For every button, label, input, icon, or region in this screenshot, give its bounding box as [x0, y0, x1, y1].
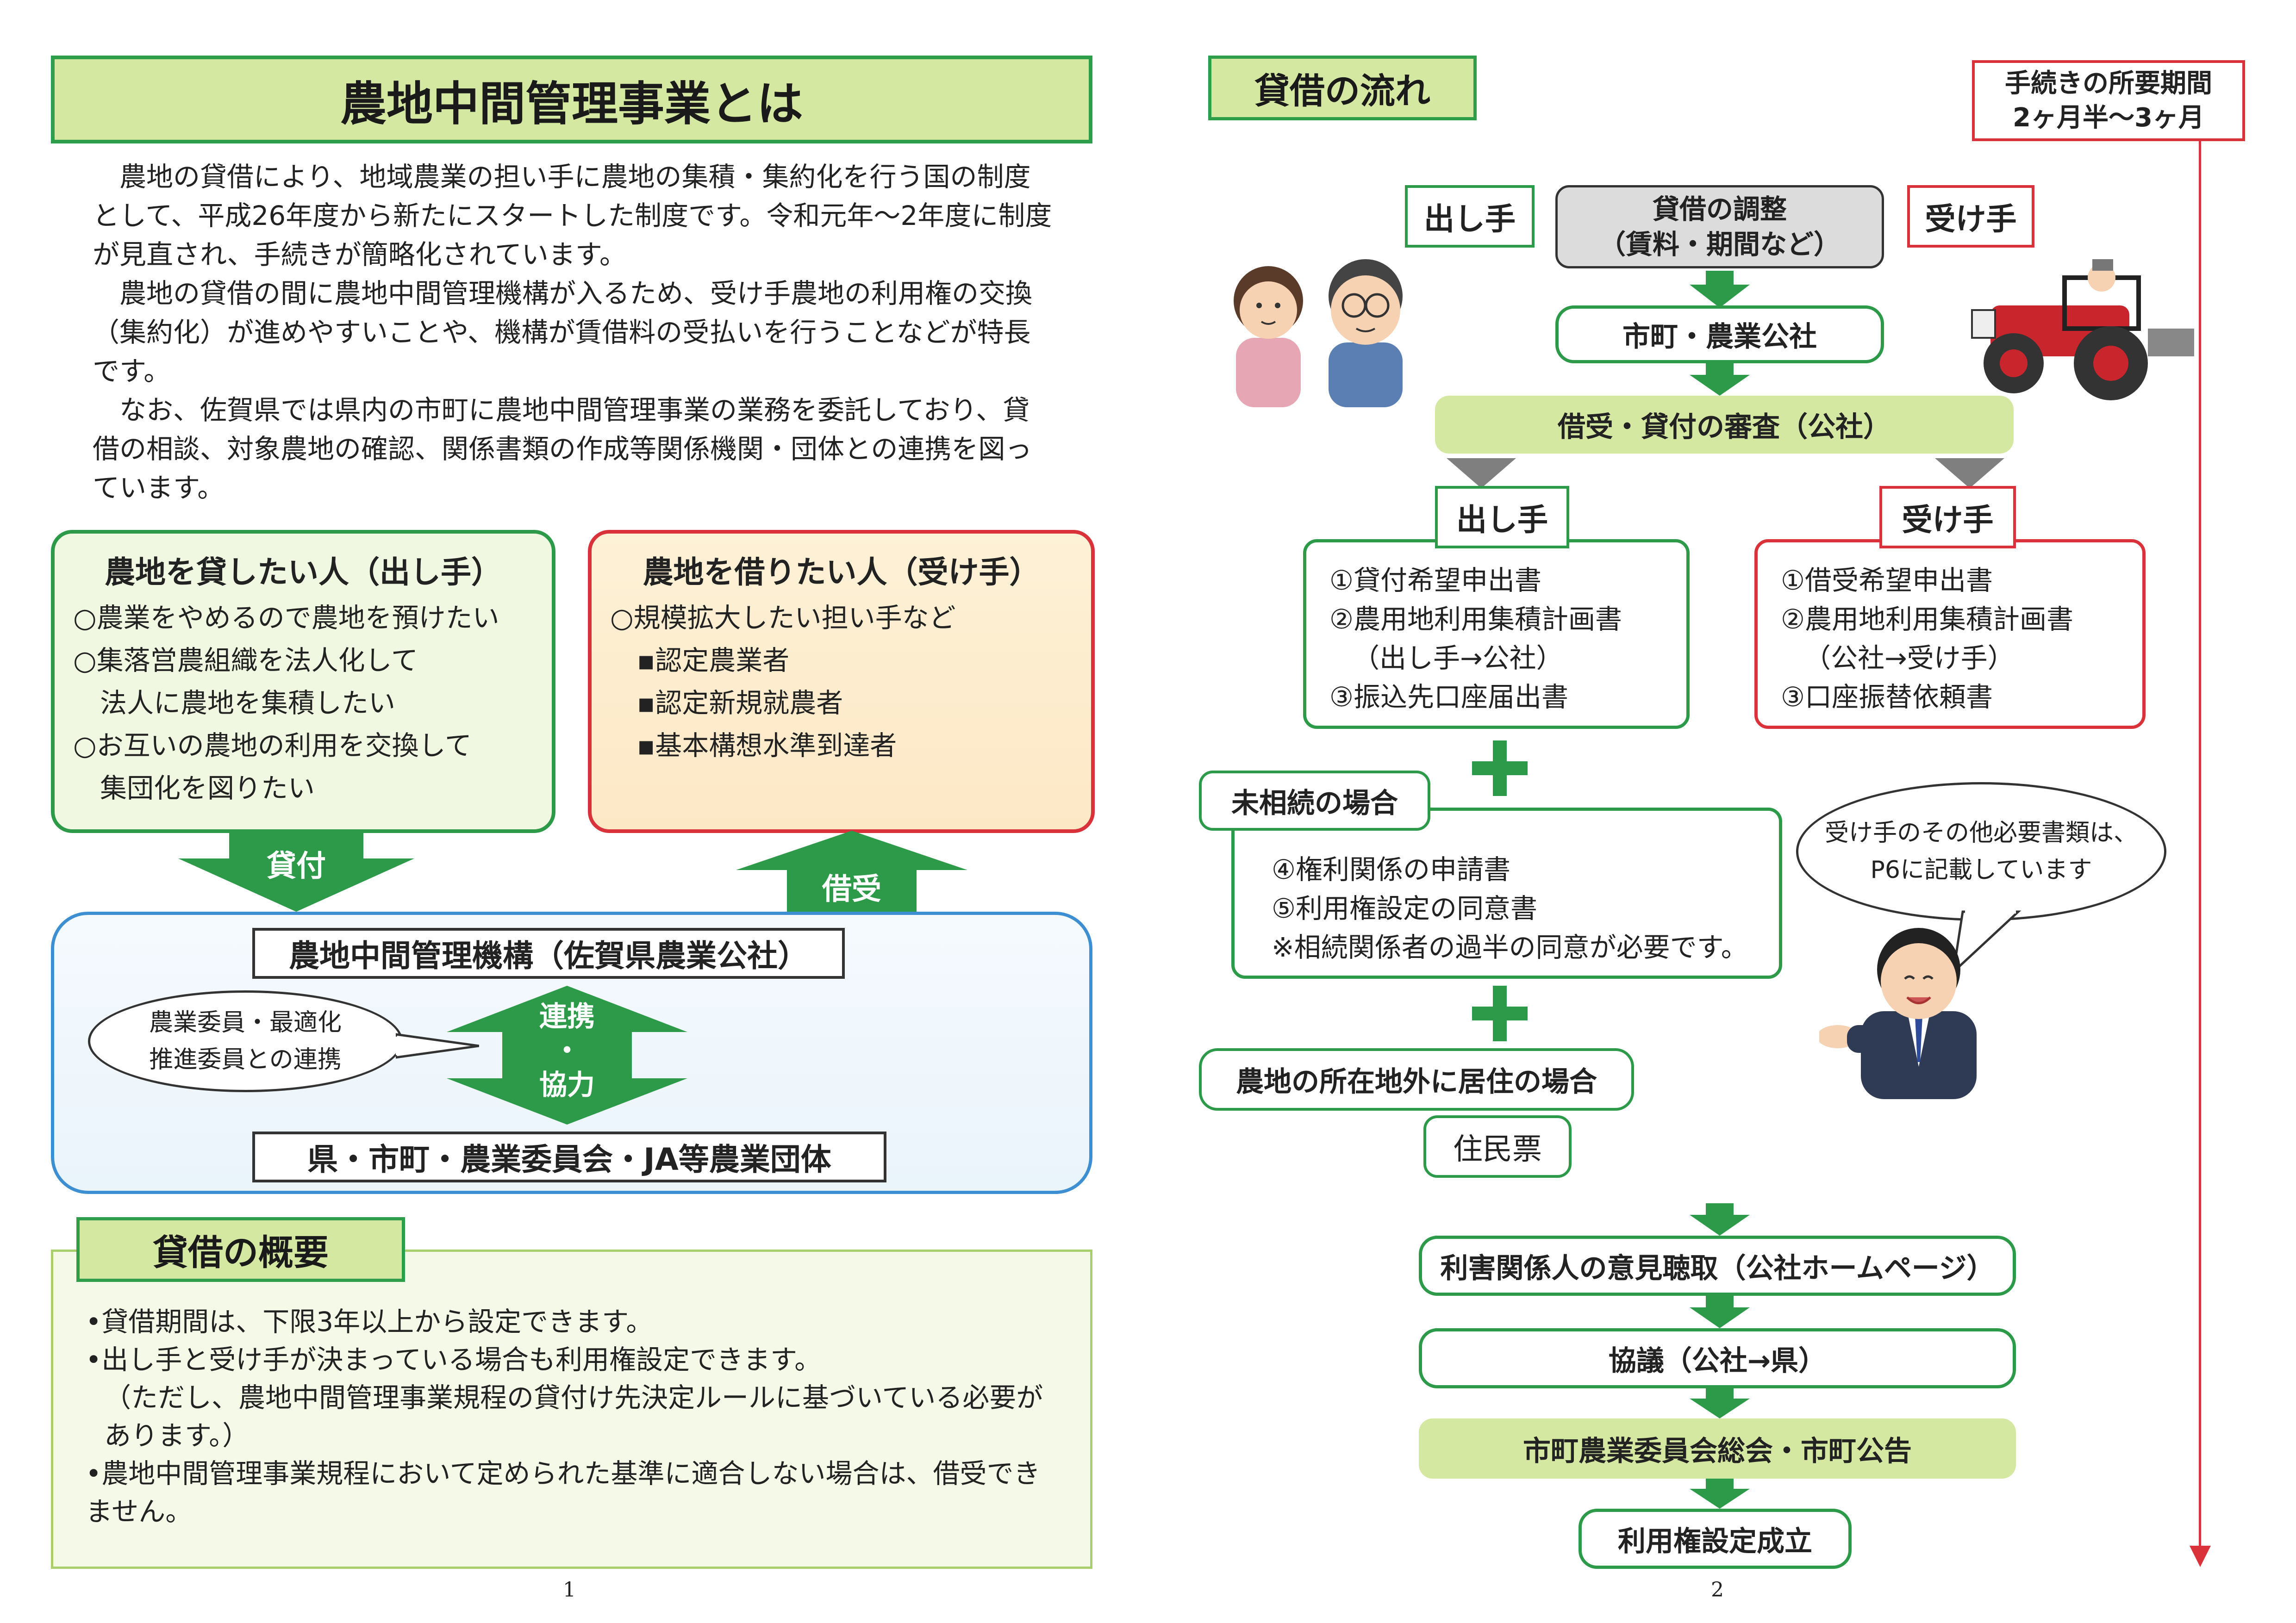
lender-card-title: 農地を貸したい人（出し手）: [105, 554, 502, 590]
speech-tail-icon: [1952, 907, 2021, 975]
speech-bubble: 受け手のその他必要書類は、 P6に記載しています: [1796, 782, 2166, 921]
grey-arrow-icon: [1935, 458, 2004, 488]
doc-item: （公社→受け手）: [1804, 642, 2015, 674]
grey-arrow-icon: [1447, 458, 1516, 488]
doc-item: ③振込先口座届出書: [1329, 681, 1568, 713]
borrower-tag: 受け手: [1907, 185, 2034, 248]
period-line: [2199, 141, 2201, 1548]
list-item: ▪認定新規就農者: [610, 687, 843, 719]
doc-item: ※相続関係者の過半の同意が必要です。: [1272, 932, 1748, 963]
lender-docs-title: 出し手: [1435, 486, 1569, 548]
page-title-left: 農地中間管理事業とは: [51, 56, 1092, 143]
lend-arrow-icon: [178, 831, 414, 912]
step-hearing: 利害関係人の意見聴取（公社ホームページ）: [1419, 1236, 2016, 1296]
step-consultation: 協議（公社→県）: [1419, 1328, 2016, 1388]
flow-arrow-icon: [1690, 271, 1750, 308]
page-title-right: 貸借の流れ: [1208, 56, 1477, 120]
summary-item: （ただし、農地中間管理事業規程の貸付け先決定ルールに基づいている必要があります。…: [104, 1382, 1043, 1451]
borrower-card-list: ○規模拡大したい担い手など ▪認定農業者 ▪認定新規就農者 ▪基本構想水準到達者: [610, 597, 1073, 767]
review-box: 借受・貸付の審査（公社）: [1435, 396, 2014, 454]
doc-item: （出し手→公社）: [1353, 642, 1563, 674]
page-number-right: 2: [1711, 1578, 1724, 1602]
borrow-arrow-label: 借受: [822, 872, 881, 907]
doc-item: ④権利関係の申請書: [1272, 854, 1510, 885]
intro-paragraph-2: 農地の貸借の間に農地中間管理機構が入るため、受け手農地の利用権の交換（集約化）が…: [93, 278, 1033, 387]
inheritance-box: ④権利関係の申請書 ⑤利用権設定の同意書 ※相続関係者の過半の同意が必要です。: [1231, 808, 1782, 979]
cooperation-arrow-label: 連携 ・ 協力: [539, 1001, 595, 1101]
lender-card: 農地を貸したい人（出し手） ○農業をやめるので農地を預けたい ○集落営農組織を法…: [51, 530, 555, 833]
list-item: ○お互いの農地の利用を交換して: [73, 730, 472, 761]
doc-item: ②農用地利用集積計画書: [1329, 603, 1622, 635]
list-item: ▪認定農業者: [610, 645, 790, 676]
intro-text: 農地の貸借により、地域農業の担い手に農地の集積・集約化を行う国の制度として、平成…: [93, 157, 1055, 507]
staff-person-icon: [1819, 928, 1977, 1099]
flow-arrow-icon: [1690, 1296, 1750, 1328]
doc-item: ⑤利用権設定の同意書: [1272, 893, 1537, 924]
partners-box: 県・市町・農業委員会・JA等農業団体: [252, 1132, 886, 1182]
list-item: 集団化を図りたい: [73, 772, 315, 804]
list-item: ○農業をやめるので農地を預けたい: [73, 602, 499, 634]
intro-paragraph-3: なお、佐賀県では県内の市町に農地中間管理事業の業務を委託しており、貸借の相談、対…: [93, 394, 1032, 504]
inheritance-title: 未相続の場合: [1199, 771, 1430, 831]
borrower-docs-title: 受け手: [1879, 486, 2016, 548]
list-item: 法人に農地を集積したい: [73, 687, 396, 719]
cooperation-arrow-icon: [447, 986, 687, 1125]
left-page: 農地中間管理事業とは 農地の貸借により、地域農業の担い手に農地の集積・集約化を行…: [51, 56, 1095, 1602]
summary-panel: •貸借期間は、下限3年以上から設定できます。 •出し手と受け手が決まっている場合…: [51, 1250, 1092, 1569]
plus-icon: [1472, 740, 1528, 796]
flow-arrow-icon: [1690, 363, 1750, 396]
bubble-tail-icon: [396, 1033, 479, 1059]
adjustment-box: 貸借の調整 （賃料・期間など）: [1555, 185, 1884, 268]
flow-arrow-icon: [1690, 1203, 1750, 1236]
summary-title: 貸借の概要: [76, 1217, 405, 1282]
plus-icon: [1472, 986, 1528, 1041]
lend-arrow-label: 貸付: [267, 849, 326, 883]
period-arrowhead-icon: [2190, 1546, 2211, 1567]
lender-docs-box: ①貸付希望申出書 ②農用地利用集積計画書 （出し手→公社） ③振込先口座届出書: [1303, 539, 1690, 729]
tractor-icon: [1971, 259, 2194, 400]
doc-item: ①貸付希望申出書: [1329, 565, 1541, 596]
resident-card-box: 住民票: [1423, 1115, 1572, 1178]
step-established: 利用権設定成立: [1578, 1509, 1852, 1569]
flow-arrow-icon: [1690, 1388, 1750, 1418]
list-item: ▪基本構想水準到達者: [610, 730, 897, 761]
borrow-arrow-icon: [736, 831, 967, 912]
summary-item: •農地中間管理事業規程において定められた基準に適合しない場合は、借受できません。: [86, 1458, 1041, 1527]
doc-item: ③口座振替依頼書: [1781, 681, 1993, 713]
intro-paragraph-1: 農地の貸借により、地域農業の担い手に農地の集積・集約化を行う国の制度として、平成…: [93, 161, 1052, 270]
summary-item: •出し手と受け手が決まっている場合も利用権設定できます。: [86, 1344, 822, 1375]
lender-tag: 出し手: [1405, 185, 1535, 248]
borrower-card: 農地を借りたい人（受け手） ○規模拡大したい担い手など ▪認定農業者 ▪認定新規…: [588, 530, 1095, 833]
outside-residence-title: 農地の所在地外に居住の場合: [1199, 1048, 1634, 1111]
municipal-box: 市町・農業公社: [1555, 305, 1884, 363]
lender-card-list: ○農業をやめるので農地を預けたい ○集落営農組織を法人化して 法人に農地を集積し…: [73, 597, 533, 809]
borrower-docs-box: ①借受希望申出書 ②農用地利用集積計画書 （公社→受け手） ③口座振替依頼書: [1754, 539, 2146, 729]
right-page: 貸借の流れ 手続きの所要期間 2ヶ月半〜3ヶ月 出し手 受け手 貸借の調整 （賃…: [1148, 0, 2296, 1623]
list-item: ○規模拡大したい担い手など: [610, 602, 956, 634]
organization-name: 農地中間管理機構（佐賀県農業公社）: [252, 928, 845, 979]
page-number-left: 1: [563, 1578, 576, 1602]
step-committee: 市町農業委員会総会・市町公告: [1419, 1418, 2016, 1479]
doc-item: ②農用地利用集積計画書: [1781, 603, 2073, 635]
elderly-couple-icon: [1234, 259, 1403, 407]
doc-item: ①借受希望申出書: [1781, 565, 1993, 596]
list-item: ○集落営農組織を法人化して: [73, 645, 418, 676]
period-box: 手続きの所要期間 2ヶ月半〜3ヶ月: [1972, 60, 2245, 141]
borrower-card-title: 農地を借りたい人（受け手）: [643, 554, 1040, 590]
summary-item: •貸借期間は、下限3年以上から設定できます。: [86, 1306, 653, 1337]
flow-arrow-icon: [1690, 1479, 1750, 1509]
cooperation-bubble: 農業委員・最適化 推進委員との連携: [88, 990, 403, 1092]
